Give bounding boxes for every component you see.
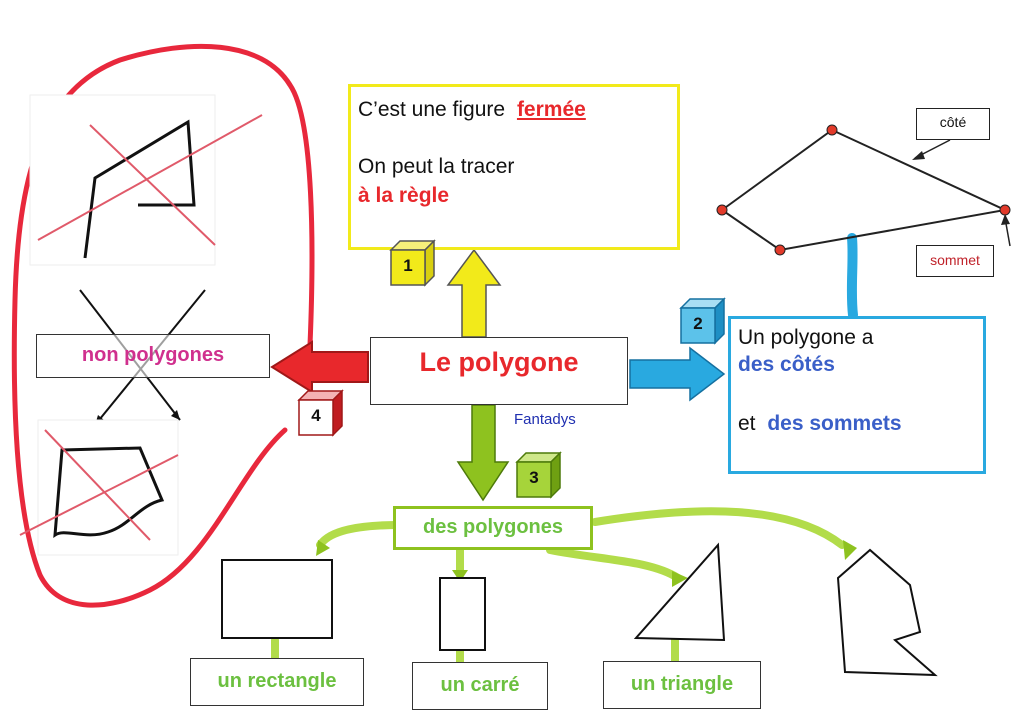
- side-label-box: [916, 108, 990, 140]
- definition-keyword-closed: fermée: [516, 98, 586, 121]
- properties-keyword-vertices: des sommets: [767, 412, 902, 435]
- properties-box: [728, 316, 986, 474]
- square-shape: [439, 577, 486, 651]
- credit-text: Fantadys: [514, 411, 576, 428]
- green-arrow: [456, 404, 510, 502]
- rectangle-label: un rectangle: [217, 670, 337, 692]
- triangle-label-box: [603, 661, 761, 709]
- definition-line3: à la règle: [358, 184, 450, 207]
- properties-line2: des côtés: [738, 353, 835, 376]
- definition-line1: C’est une figure fermée: [358, 98, 586, 122]
- triangle-label: un triangle: [630, 673, 734, 695]
- side-label: côté: [939, 114, 967, 130]
- non-polygon-open-shape: [29, 94, 263, 266]
- polygons-label: des polygones: [422, 516, 564, 538]
- central-box: [370, 337, 628, 405]
- non-polygons-loop: [11, 43, 315, 608]
- central-title: Le polygone: [419, 347, 579, 377]
- definition-box: [348, 84, 680, 250]
- step-1-number: 1: [403, 256, 413, 275]
- properties-line3: et des sommets: [738, 412, 902, 436]
- rectangle-label-box: [190, 658, 364, 706]
- labeled-polygon-drawing: [716, 124, 1011, 256]
- square-label-box: [412, 662, 548, 710]
- irregular-polygon-shape: [836, 548, 938, 677]
- properties-line3-prefix: et: [738, 412, 756, 435]
- step-3-cube: 3: [514, 450, 564, 500]
- blue-connector: [846, 233, 858, 320]
- blue-arrow: [629, 346, 726, 402]
- properties-line1: Un polygone a: [738, 326, 874, 349]
- step-4-cube: 4: [296, 388, 346, 438]
- step-2-number: 2: [693, 314, 703, 333]
- square-label: un carré: [440, 674, 520, 696]
- non-polygons-label: non polygones: [81, 344, 225, 366]
- non-polygon-curved-shape: [19, 419, 179, 556]
- step-3-number: 3: [529, 468, 539, 487]
- rectangle-shape: [221, 559, 333, 639]
- step-1-cube: 1: [388, 238, 438, 288]
- green-branch-heads: [316, 540, 857, 587]
- red-arrow: [270, 340, 369, 394]
- green-branches: [271, 507, 846, 669]
- step-2-cube: 2: [678, 296, 728, 346]
- yellow-arrow: [446, 248, 502, 338]
- vertex-label-box: [916, 245, 994, 277]
- polygons-box: [393, 506, 593, 550]
- step-4-number: 4: [311, 406, 321, 425]
- vertex-label: sommet: [930, 252, 980, 268]
- definition-line2: On peut la tracer: [358, 155, 515, 178]
- triangle-shape: [633, 542, 726, 642]
- definition-line1-prefix: C’est une figure: [358, 98, 506, 121]
- non-polygons-box: [36, 334, 270, 378]
